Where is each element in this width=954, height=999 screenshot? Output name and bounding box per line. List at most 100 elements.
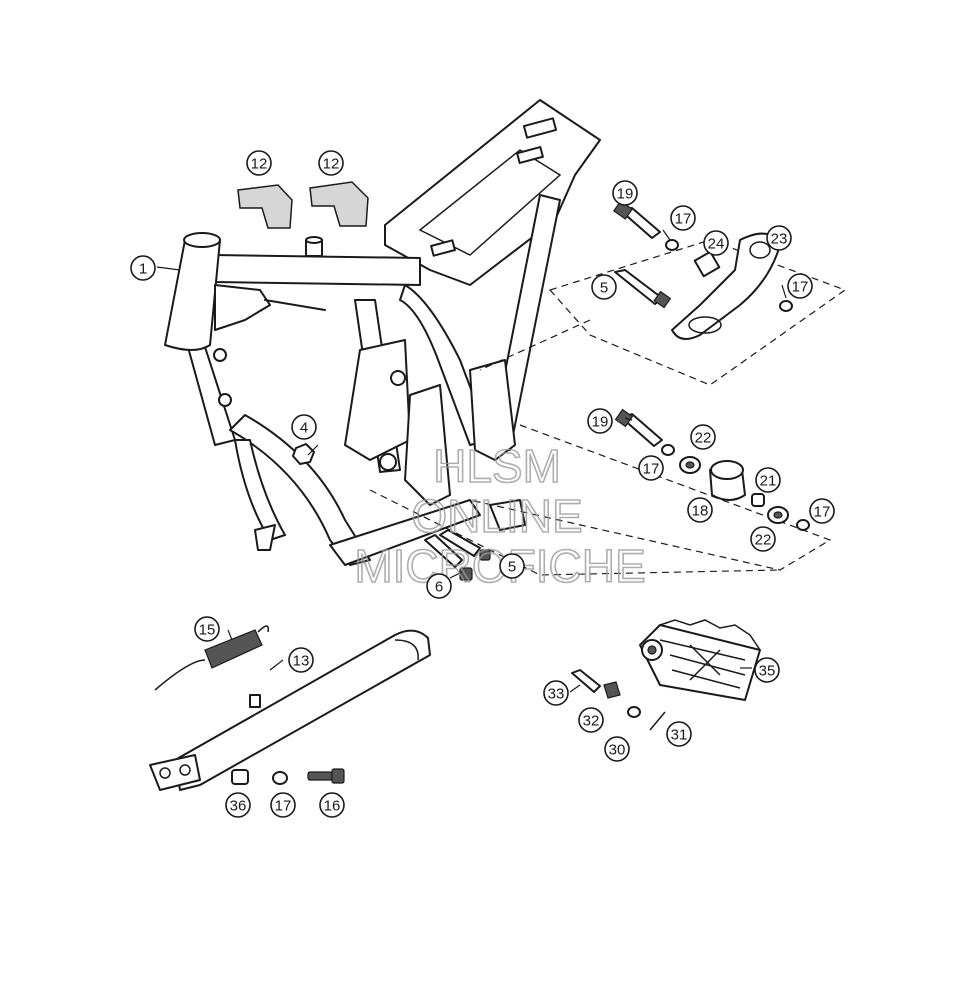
side-stand-hardware <box>231 768 345 785</box>
callout-36: 36 <box>225 792 251 818</box>
callout-30: 30 <box>604 736 630 762</box>
callout-circle <box>638 455 664 481</box>
callout-13: 13 <box>288 647 314 673</box>
callout-circle <box>604 736 630 762</box>
callout-circle <box>194 616 220 642</box>
watermark-line-1: HLSM <box>433 440 561 492</box>
callout-22: 22 <box>690 424 716 450</box>
callout-number: 22 <box>695 430 712 447</box>
callout-17: 17 <box>787 273 813 299</box>
callout-number: 30 <box>609 742 626 759</box>
callout-number: 1 <box>139 261 147 278</box>
frame-guard-right <box>309 181 369 227</box>
callout-number: 12 <box>251 156 268 173</box>
callout-circle <box>319 792 345 818</box>
steering-head-tube <box>164 232 326 351</box>
callout-number: 17 <box>275 798 292 815</box>
callout-17: 17 <box>270 792 296 818</box>
callout-number: 13 <box>293 653 310 670</box>
callout-number: 15 <box>199 622 216 639</box>
callout-number: 17 <box>675 211 692 228</box>
callout-number: 33 <box>548 686 565 703</box>
callout-number: 36 <box>230 798 247 815</box>
callout-1: 1 <box>130 255 156 281</box>
callout-circle <box>246 150 272 176</box>
callout-circle <box>687 497 713 523</box>
callout-22: 22 <box>750 526 776 552</box>
callout-12: 12 <box>246 150 272 176</box>
callout-number: 24 <box>708 236 725 253</box>
callout-23: 23 <box>766 225 792 251</box>
brake-pedal-assembly <box>479 200 847 386</box>
callout-35: 35 <box>754 657 780 683</box>
frame-guard-left <box>237 184 293 229</box>
callout-number: 5 <box>508 559 516 576</box>
callout-17: 17 <box>638 455 664 481</box>
footpeg-hardware <box>571 669 666 731</box>
callout-circle <box>750 526 776 552</box>
callout-number: 32 <box>583 713 600 730</box>
callout-circle <box>225 792 251 818</box>
callout-32: 32 <box>578 707 604 733</box>
callout-19: 19 <box>612 180 638 206</box>
leader-lines <box>156 229 787 693</box>
callout-circle <box>426 573 452 599</box>
callout-18: 18 <box>687 497 713 523</box>
callout-circle <box>754 657 780 683</box>
callout-17: 17 <box>670 205 696 231</box>
callout-17: 17 <box>809 498 835 524</box>
callout-number: 23 <box>771 231 788 248</box>
callout-16: 16 <box>319 792 345 818</box>
callout-circle <box>499 553 525 579</box>
callout-circle <box>666 721 692 747</box>
callout-number: 12 <box>323 156 340 173</box>
callout-circle <box>291 414 317 440</box>
callout-circle <box>578 707 604 733</box>
footpeg <box>639 619 761 701</box>
callout-circle <box>690 424 716 450</box>
callout-number: 31 <box>671 727 688 744</box>
callout-number: 17 <box>792 279 809 296</box>
callout-circle <box>703 230 729 256</box>
callout-circle <box>755 467 781 493</box>
callout-circle <box>130 255 156 281</box>
callout-circle <box>670 205 696 231</box>
callout-6: 6 <box>426 573 452 599</box>
callout-number: 18 <box>692 503 709 520</box>
side-stand <box>149 629 431 791</box>
lower-bolts <box>424 529 491 581</box>
callout-circle <box>270 792 296 818</box>
callout-24: 24 <box>703 230 729 256</box>
callout-12: 12 <box>318 150 344 176</box>
callout-circle <box>766 225 792 251</box>
callout-circle <box>591 274 617 300</box>
nut-4 <box>292 443 315 465</box>
callout-number: 19 <box>592 414 609 431</box>
callout-number: 16 <box>324 798 341 815</box>
rear-subframe-plate <box>384 99 601 286</box>
callout-number: 17 <box>643 461 660 478</box>
callout-19: 19 <box>587 408 613 434</box>
top-bushing <box>305 236 323 257</box>
callout-number: 4 <box>300 420 308 437</box>
watermark-line-2: ONLINE <box>411 490 582 542</box>
callout-number: 21 <box>760 473 777 490</box>
callout-15: 15 <box>194 616 220 642</box>
callout-circle <box>787 273 813 299</box>
callout-5: 5 <box>591 274 617 300</box>
callout-31: 31 <box>666 721 692 747</box>
callout-21: 21 <box>755 467 781 493</box>
callout-5: 5 <box>499 553 525 579</box>
callout-number: 22 <box>755 532 772 549</box>
callout-circle <box>318 150 344 176</box>
callout-circle <box>288 647 314 673</box>
side-stand-spring <box>154 625 270 691</box>
callout-4: 4 <box>291 414 317 440</box>
callout-circle <box>809 498 835 524</box>
callout-number: 6 <box>435 579 443 596</box>
callout-number: 19 <box>617 186 634 203</box>
callout-number: 17 <box>814 504 831 521</box>
callout-group: 1 12 12 19 17 24 23 5 17 4 19 22 17 21 18 17 22 6 5 15 13 35 3… <box>130 150 835 818</box>
callout-circle <box>612 180 638 206</box>
